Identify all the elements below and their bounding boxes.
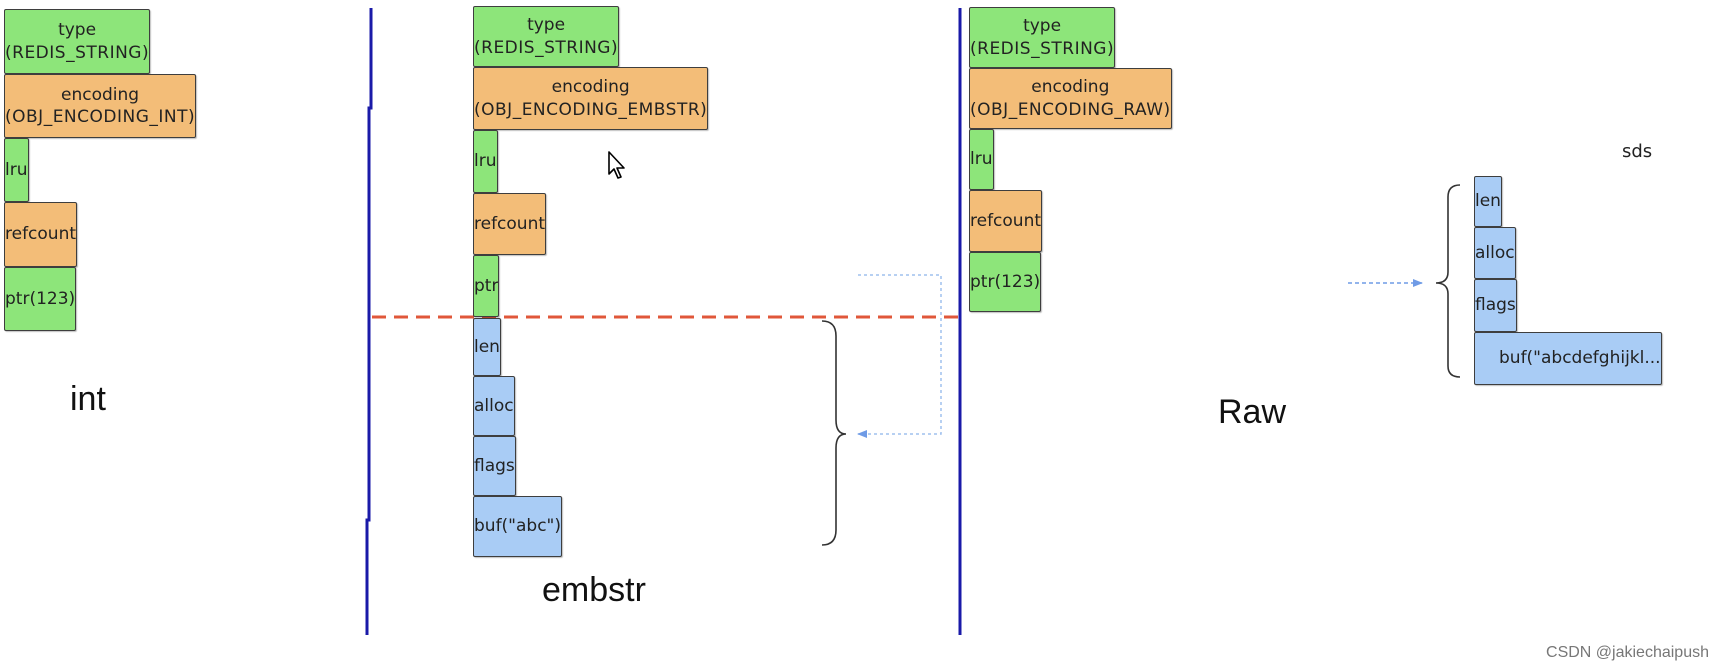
embstr-alloc-cell: alloc	[473, 376, 515, 436]
mouse-cursor-icon	[608, 151, 625, 179]
watermark: CSDN @jakiechaipush	[1546, 644, 1709, 661]
embstr-refcount-cell: refcount	[473, 193, 547, 255]
embstr-flags-cell: flags	[473, 436, 516, 496]
raw-caption: Raw	[1218, 393, 1287, 431]
sds-flags-label: flags	[1475, 295, 1516, 316]
int-type-value: (REDIS_STRING)	[5, 42, 150, 63]
embstr-ptr-cell: ptr	[473, 255, 500, 317]
sds-alloc-cell: alloc	[1474, 227, 1516, 279]
raw-type-cell: type (REDIS_STRING)	[969, 7, 1116, 68]
int-type-label: type	[58, 20, 97, 41]
sds-title: sds	[1622, 141, 1653, 162]
int-type-cell: type (REDIS_STRING)	[4, 9, 151, 74]
embstr-brace	[821, 320, 847, 546]
int-refcount-label: refcount	[5, 224, 77, 245]
sds-buf-label: buf("abcdefghijkl...	[1499, 348, 1661, 369]
int-encoding-value: (OBJ_ENCODING_INT)	[5, 107, 196, 127]
embstr-alloc-label: alloc	[474, 395, 514, 416]
embstr-lru-label: lru	[474, 151, 497, 172]
embstr-encoding-cell: encoding (OBJ_ENCODING_EMBSTR)	[473, 67, 709, 130]
raw-type-value: (REDIS_STRING)	[970, 38, 1115, 59]
embstr-encoding-value: (OBJ_ENCODING_EMBSTR)	[474, 99, 708, 120]
int-caption: int	[70, 380, 106, 418]
embstr-encoding-label: encoding	[551, 77, 630, 98]
int-encoding-label: encoding	[61, 84, 140, 105]
embstr-ptr-arrow	[857, 274, 942, 438]
int-lru-cell: lru	[4, 138, 29, 202]
embstr-len-cell: len	[473, 318, 501, 376]
embstr-buf-label: buf("abc")	[474, 516, 562, 537]
embstr-type-label: type	[527, 15, 566, 36]
raw-ptr-label: ptr(123)	[970, 271, 1041, 292]
int-encoding-cell: encoding (OBJ_ENCODING_INT)	[4, 74, 197, 138]
sds-alloc-label: alloc	[1475, 242, 1515, 263]
raw-ptr-cell: ptr(123)	[969, 252, 1042, 312]
embstr-lru-cell: lru	[473, 130, 498, 193]
sds-brace	[1435, 184, 1461, 378]
embstr-ptr-label: ptr	[474, 275, 499, 296]
raw-encoding-cell: encoding (OBJ_ENCODING_RAW)	[969, 68, 1172, 129]
int-ptr-cell: ptr(123)	[4, 267, 77, 331]
sds-flags-cell: flags	[1474, 279, 1517, 332]
sds-len-label: len	[1475, 191, 1501, 212]
raw-encoding-value: (OBJ_ENCODING_RAW)	[970, 99, 1171, 120]
sds-len-cell: len	[1474, 176, 1502, 227]
raw-encoding-label: encoding	[1031, 77, 1110, 98]
embstr-refcount-label: refcount	[474, 213, 546, 234]
sds-buf-cell: buf("abcdefghijkl...	[1474, 332, 1662, 385]
embstr-type-value: (REDIS_STRING)	[474, 37, 619, 58]
embstr-caption: embstr	[542, 571, 646, 609]
int-ptr-label: ptr(123)	[5, 288, 76, 309]
embstr-flags-label: flags	[474, 455, 515, 476]
raw-type-label: type	[1023, 16, 1062, 37]
divider-left	[365, 8, 373, 635]
raw-refcount-cell: refcount	[969, 190, 1043, 252]
embstr-type-cell: type (REDIS_STRING)	[473, 6, 620, 67]
int-lru-label: lru	[5, 159, 28, 180]
embstr-len-label: len	[474, 336, 500, 357]
raw-lru-label: lru	[970, 149, 993, 170]
embstr-buf-cell: buf("abc")	[473, 496, 563, 557]
raw-refcount-label: refcount	[970, 210, 1042, 231]
raw-lru-cell: lru	[969, 129, 994, 190]
int-refcount-cell: refcount	[4, 202, 78, 267]
